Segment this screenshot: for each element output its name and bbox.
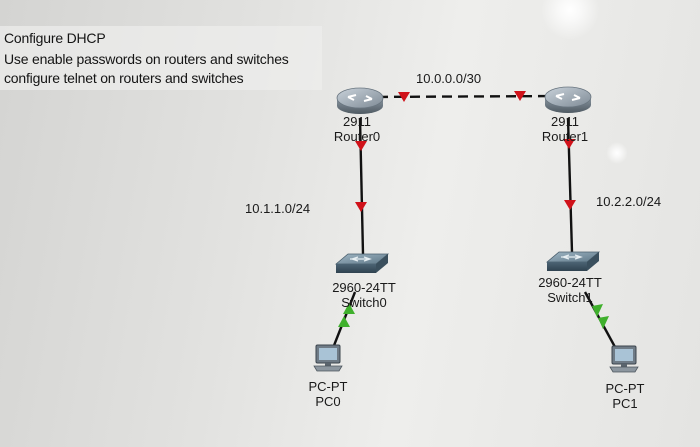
link-status-up-arrow bbox=[598, 316, 609, 329]
device-label-switch1: 2960-24TT Switch1 bbox=[538, 275, 602, 305]
device-name: Router0 bbox=[333, 129, 381, 144]
device-label-switch0: 2960-24TT Switch0 bbox=[332, 280, 396, 310]
device-name: Switch0 bbox=[341, 295, 387, 310]
cable-router0-switch0[interactable] bbox=[358, 117, 365, 255]
link-status-up-arrow bbox=[338, 316, 350, 327]
link-status-down-arrow bbox=[355, 202, 367, 212]
device-name: Router1 bbox=[541, 129, 589, 144]
device-label-router1: 2911 Router1 bbox=[542, 114, 588, 144]
link-status-down-arrow bbox=[355, 141, 367, 151]
link-status-down-arrow bbox=[514, 91, 526, 101]
device-model: 2911 bbox=[551, 114, 579, 129]
device-model: PC-PT bbox=[308, 379, 348, 394]
network-label-lan1: 10.2.2.0/24 bbox=[596, 194, 662, 209]
pc-icon[interactable] bbox=[313, 344, 343, 372]
router-icon[interactable] bbox=[544, 86, 592, 113]
instructions-note bbox=[0, 26, 322, 90]
device-name: Switch1 bbox=[547, 290, 593, 305]
device-model: 2960-24TT bbox=[332, 280, 396, 295]
note-line-telnet: configure telnet on routers and switches bbox=[4, 70, 244, 86]
link-status-up-arrow bbox=[592, 304, 603, 317]
device-model: PC-PT bbox=[605, 381, 645, 396]
device-model: 2911 bbox=[343, 114, 371, 129]
network-label-lan0: 10.1.1.0/24 bbox=[245, 201, 311, 216]
device-name: PC1 bbox=[612, 396, 638, 411]
link-status-down-arrow bbox=[398, 92, 410, 102]
device-label-router0: 2911 Router0 bbox=[334, 114, 380, 144]
router-icon[interactable] bbox=[336, 87, 384, 114]
network-label-wan: 10.0.0.0/30 bbox=[416, 71, 482, 86]
light-glare-small bbox=[606, 142, 628, 164]
link-status-down-arrow bbox=[563, 139, 575, 149]
device-label-pc0: PC-PT PC0 bbox=[309, 379, 348, 409]
link-status-up-arrow bbox=[343, 303, 355, 314]
device-name: PC0 bbox=[315, 394, 341, 409]
link-status-down-arrow bbox=[564, 200, 576, 210]
switch-icon[interactable] bbox=[545, 251, 601, 271]
note-line-dhcp: Configure DHCP bbox=[4, 30, 106, 46]
device-label-pc1: PC-PT PC1 bbox=[606, 381, 645, 411]
note-line-enable-passwords: Use enable passwords on routers and swit… bbox=[4, 51, 289, 67]
cable-router0-router1[interactable] bbox=[361, 94, 567, 99]
pc-icon[interactable] bbox=[609, 345, 639, 373]
switch-icon[interactable] bbox=[334, 253, 390, 273]
device-model: 2960-24TT bbox=[538, 275, 602, 290]
